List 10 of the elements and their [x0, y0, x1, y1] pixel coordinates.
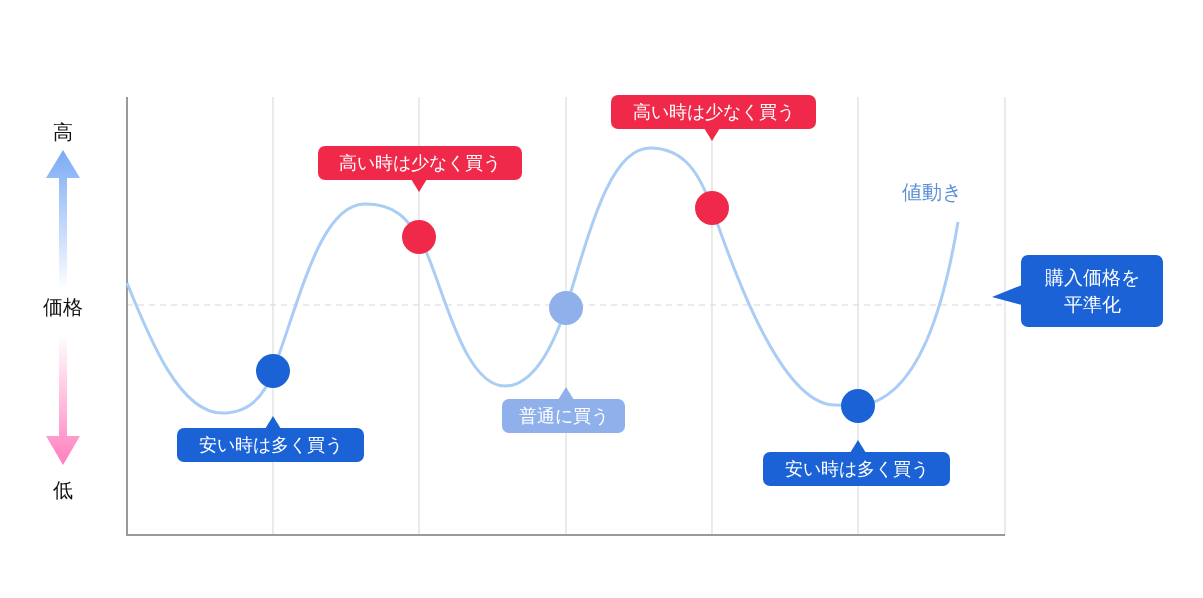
line-label: 値動き	[902, 178, 962, 206]
callout-text: 高い時は少なく買う	[339, 151, 501, 176]
axis-label: 価格	[43, 293, 83, 321]
axis-label: 低	[53, 476, 73, 504]
callout-text: 高い時は少なく買う	[632, 100, 795, 125]
axis-label: 高	[53, 118, 73, 146]
callout-text: 安い時は多く買う	[784, 457, 929, 482]
callout-text: 普通に買う	[518, 404, 609, 429]
callout-text: 安い時は多く買う	[198, 433, 343, 458]
callout-text: 購入価格を平準化	[1043, 265, 1141, 317]
